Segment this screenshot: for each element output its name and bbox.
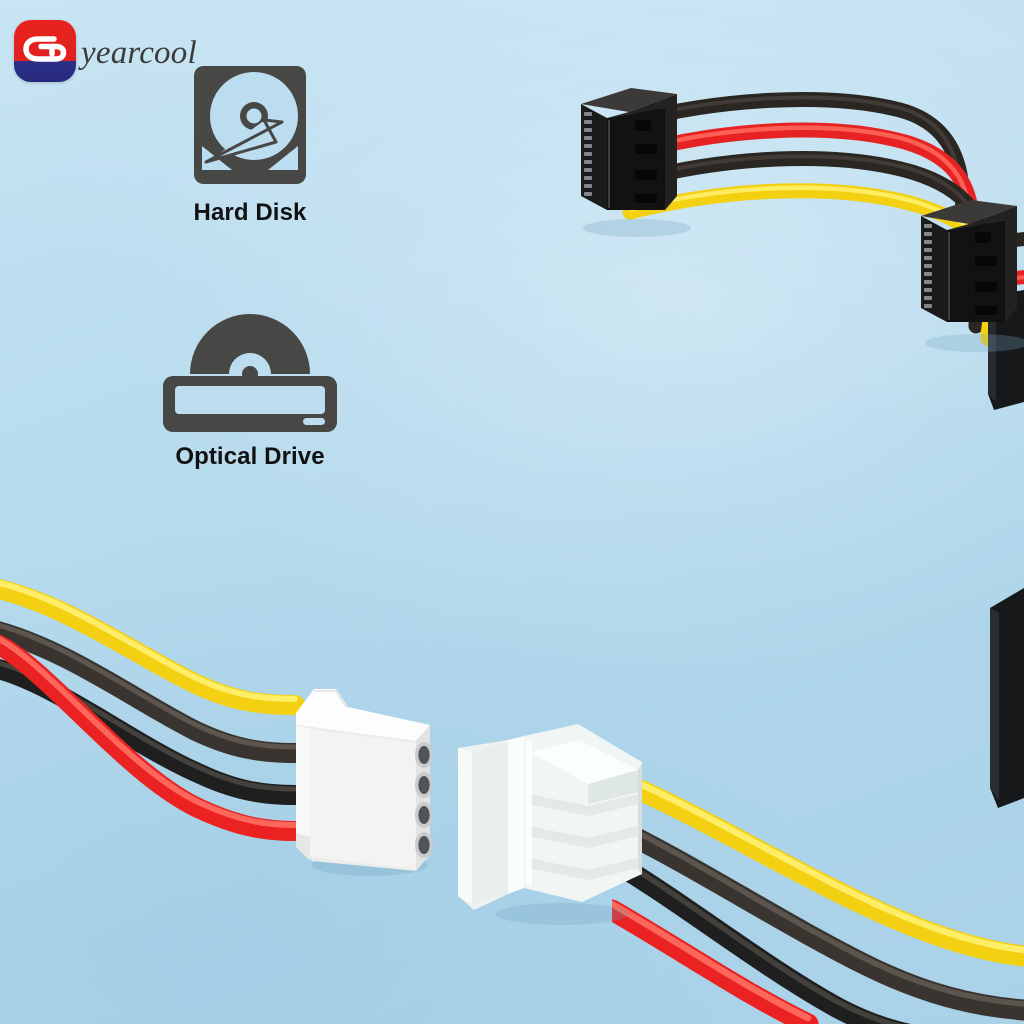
molex-male-output-wires (612, 771, 1024, 1024)
sata-power-connector-2 (921, 200, 1024, 352)
optical-drive-icon (163, 314, 337, 432)
molex-female-connector (296, 689, 433, 876)
brand-name: yearcool (81, 35, 197, 71)
molex-male-connector (458, 724, 642, 925)
sata-power-connector-1 (581, 88, 691, 237)
molex-female-input-wires (0, 579, 305, 841)
feature-optical-drive-label: Optical Drive (175, 443, 325, 470)
feature-hard-disk: Hard Disk (155, 62, 345, 227)
hard-disk-icon (194, 66, 306, 184)
brand-lockup: yearcool (14, 20, 197, 82)
feature-optical-drive: Optical Drive (145, 310, 355, 471)
feature-hard-disk-label: Hard Disk (193, 199, 307, 226)
yearcool-g-logo-icon (14, 20, 76, 82)
sata-connector-partial-lower-right (990, 588, 1024, 808)
